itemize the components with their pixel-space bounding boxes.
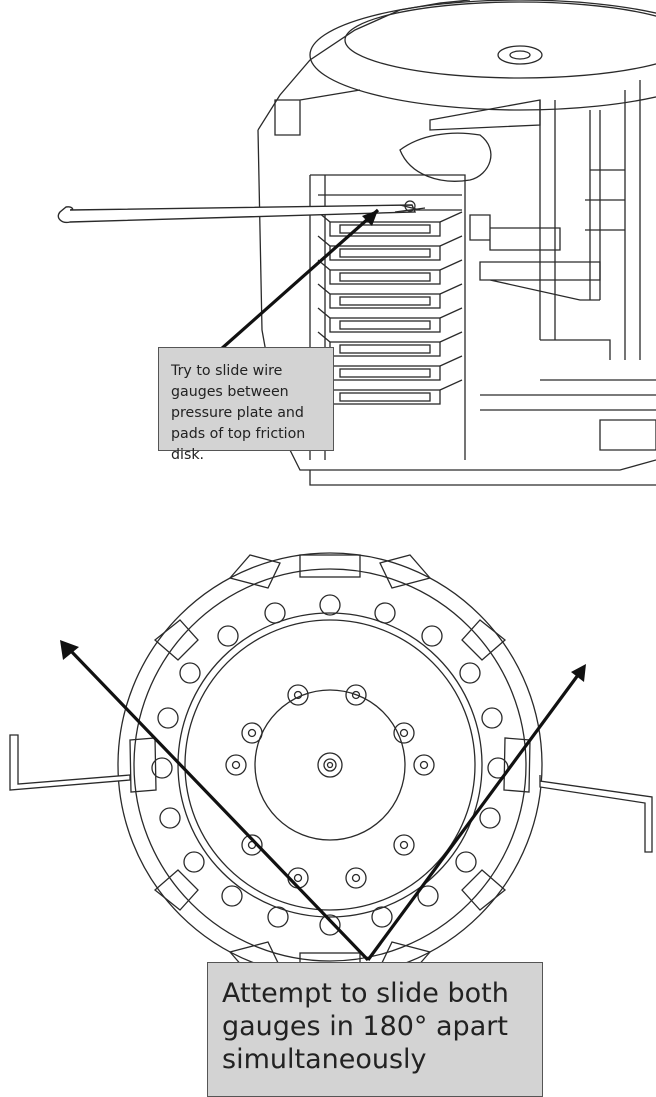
callout-arrowhead-right	[571, 664, 586, 682]
callout-bottom: Attempt to slide both gauges in 180° apa…	[207, 962, 543, 1097]
center-hub	[317, 752, 343, 778]
clutch-section-view	[257, 0, 656, 486]
ring-notches	[129, 554, 531, 976]
spline-scallops	[151, 594, 509, 936]
callout-arrowhead-left	[60, 640, 79, 660]
wire-gauge-top	[57, 204, 417, 224]
friction-disk-stack	[317, 194, 463, 405]
callout-pointer-right	[366, 674, 580, 961]
top-cover	[309, 0, 656, 111]
callout-arrowhead-top	[362, 210, 378, 226]
wire-gauge-left	[9, 734, 131, 791]
bolt-circle	[225, 684, 435, 889]
callout-top: Try to slide wire gauges between pressur…	[158, 347, 334, 463]
callout-pointer-top	[218, 208, 380, 352]
callout-pointer-left	[68, 648, 370, 962]
wire-gauge-right	[539, 775, 653, 853]
